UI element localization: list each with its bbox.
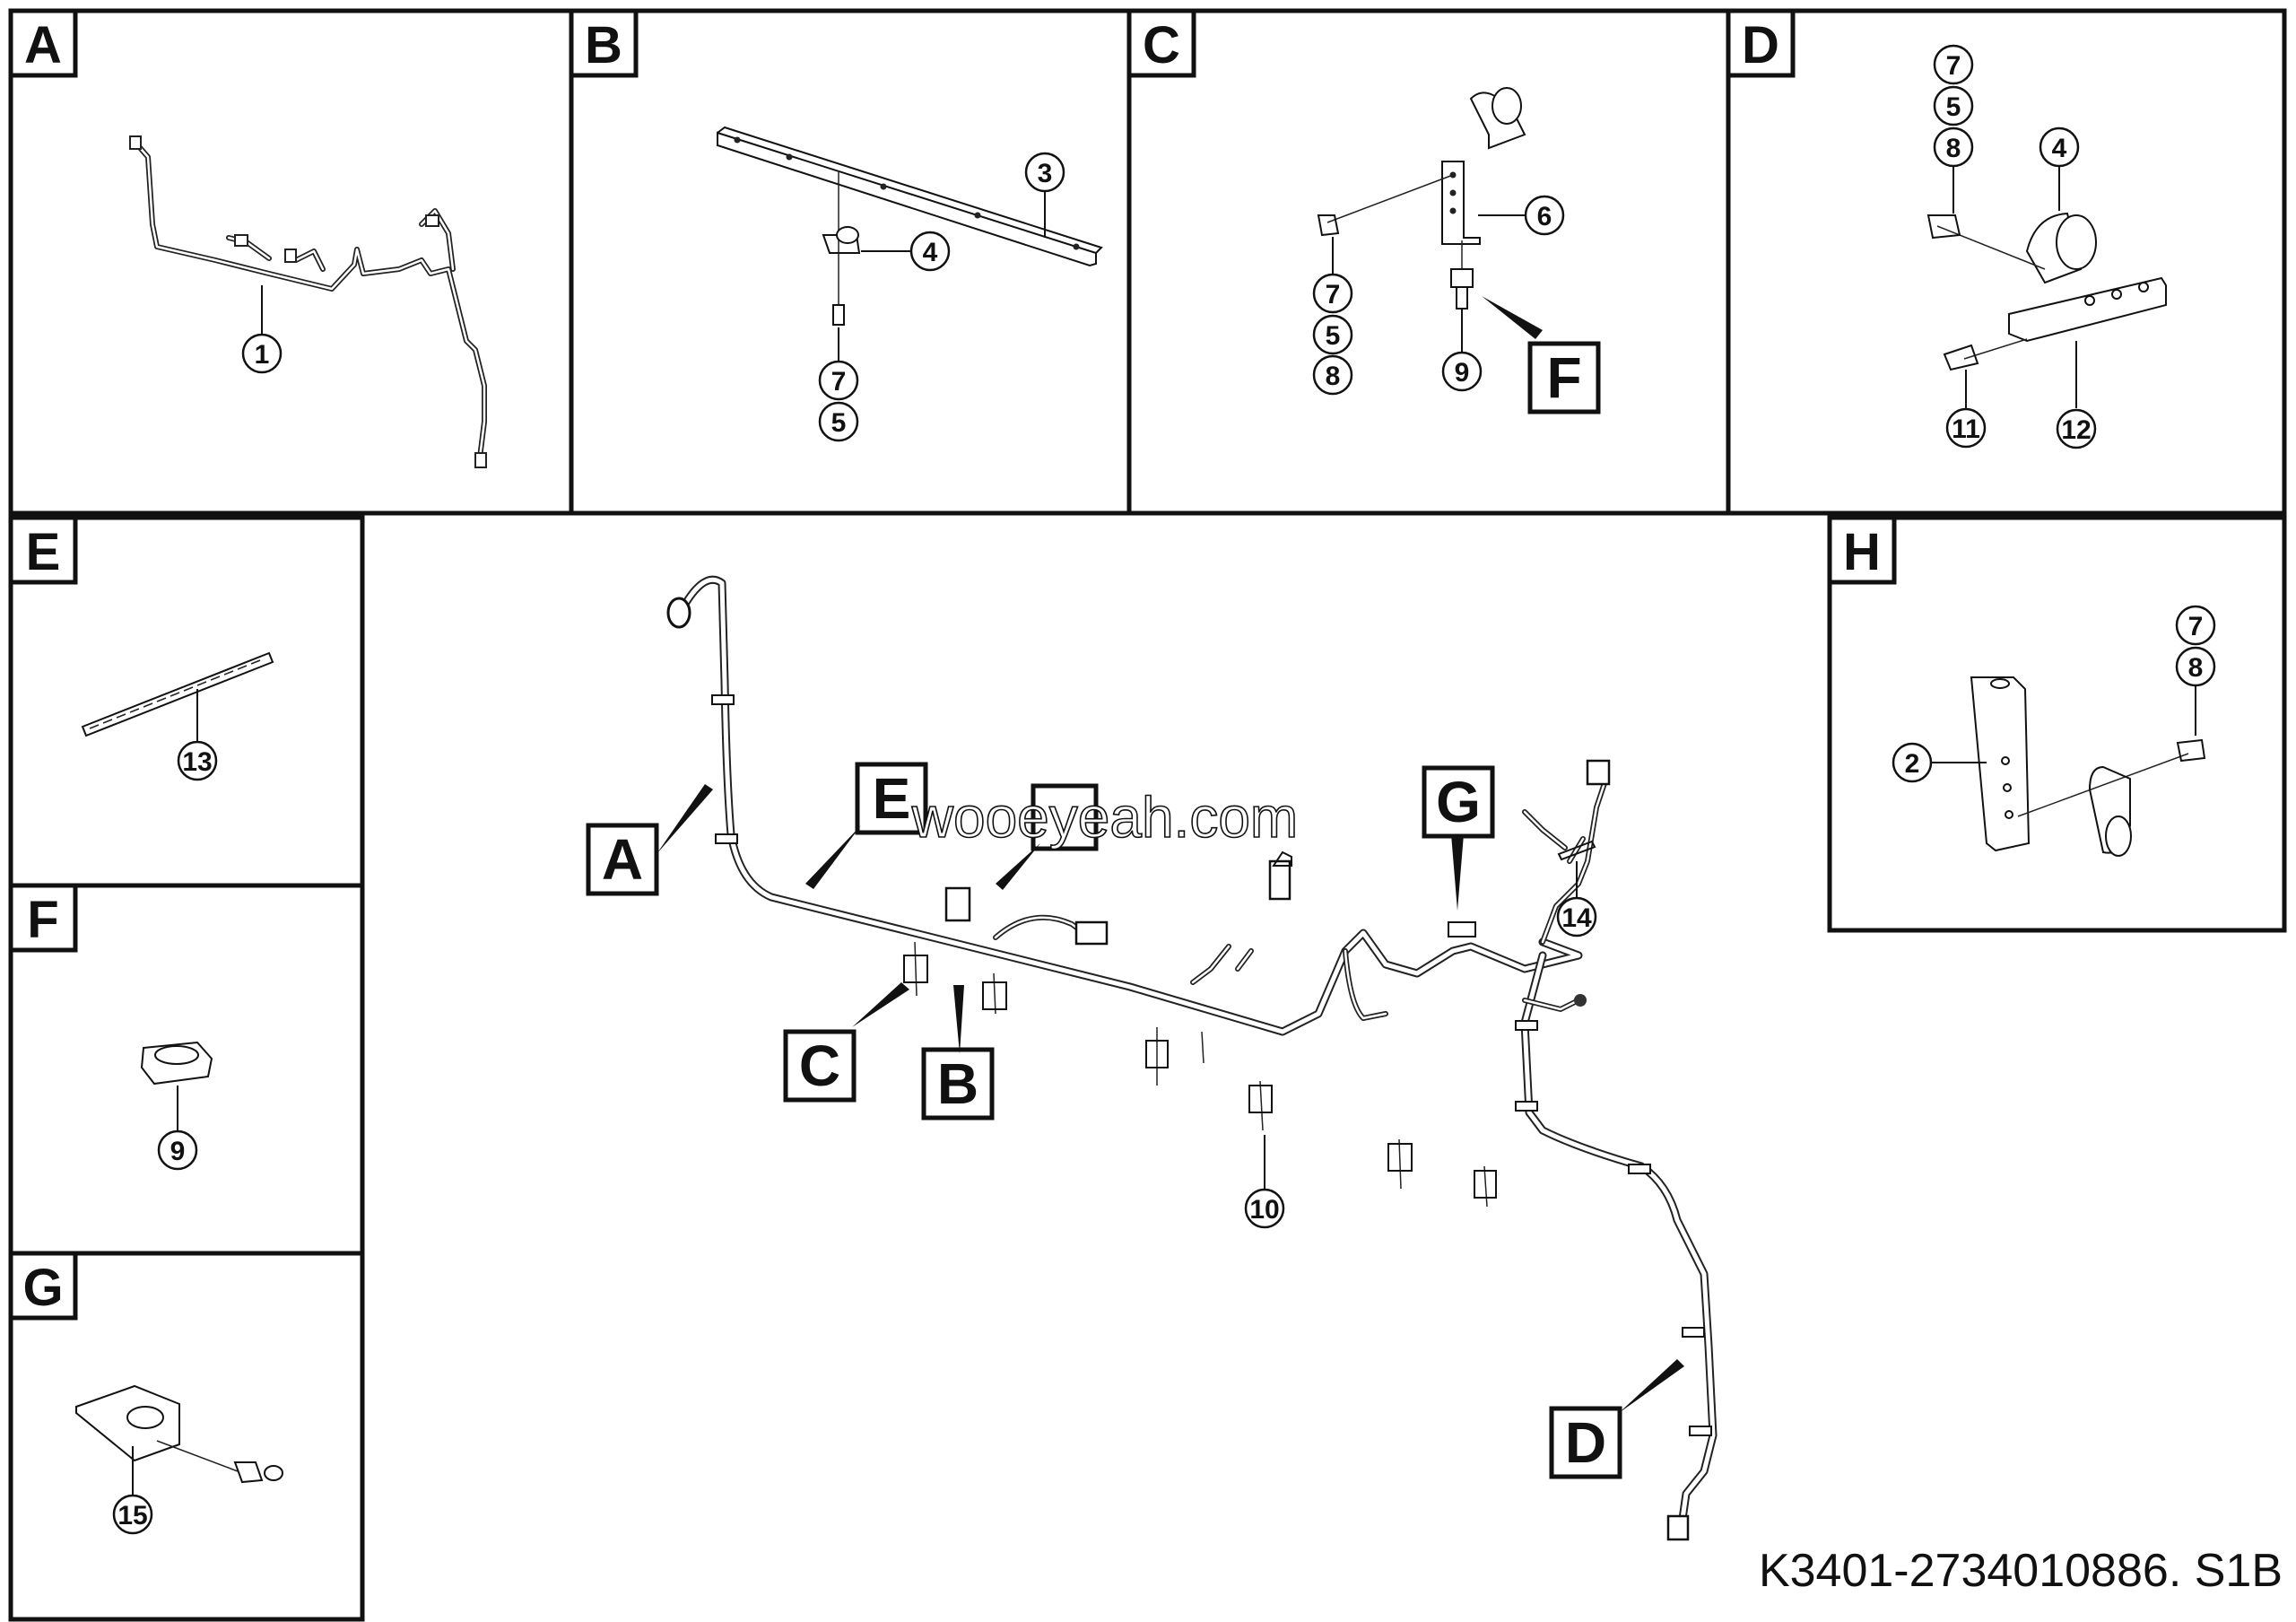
callout-number: 6: [1537, 202, 1552, 231]
panel-tab-g: G: [8, 1251, 78, 1321]
callout-number: 8: [2188, 653, 2204, 683]
callout-number: 9: [170, 1137, 186, 1166]
callout-number: 8: [1326, 362, 1341, 391]
callout-main-14: 14: [1556, 861, 1597, 937]
callout-number: 5: [831, 408, 847, 438]
panel-a-harness-drawing: [129, 135, 487, 468]
callout-h-7: 7: [2175, 605, 2216, 646]
view-label-text: E: [873, 766, 911, 831]
view-label-e: E: [805, 762, 928, 889]
callout-number: 7: [1946, 51, 1961, 81]
panel-tab-b: B: [569, 8, 639, 78]
callout-b-5: 5: [818, 401, 859, 442]
view-label-text: C: [799, 1033, 840, 1098]
callout-number: 11: [1952, 414, 1980, 444]
callout-f-9: 9: [157, 1086, 198, 1171]
panel-letter-h: H: [1843, 523, 1881, 581]
panel-letter-g: G: [22, 1259, 63, 1317]
panel-letter-b: B: [585, 16, 622, 74]
view-label-text: A: [602, 827, 643, 892]
panel-letter-a: A: [24, 16, 62, 74]
panel-e-tube-drawing: [81, 651, 274, 737]
callout-number: 5: [1326, 321, 1341, 351]
panel-c-view-ref-f: F: [1482, 296, 1601, 414]
panel-h-bracket-drawing: [1970, 676, 2206, 857]
callout-number: 12: [2061, 415, 2091, 445]
callout-number: 13: [182, 747, 212, 777]
callout-c-5: 5: [1312, 314, 1353, 355]
callout-h-2: 2: [1892, 742, 1987, 783]
panel-tab-h: H: [1827, 515, 1897, 585]
callout-b-3: 3: [1024, 152, 1065, 238]
callout-number: 7: [2188, 612, 2204, 641]
view-label-a: A: [586, 784, 713, 896]
panel-letter-e: E: [26, 523, 61, 581]
callout-number: 3: [1038, 159, 1053, 188]
view-label-text: D: [1565, 1410, 1606, 1475]
panel-letter-c: C: [1143, 16, 1180, 74]
callout-b-7: 7: [818, 327, 859, 401]
callout-d-7: 7: [1933, 44, 1974, 85]
view-label-text: G: [1436, 770, 1481, 834]
callout-a-1: 1: [241, 285, 283, 374]
panel-tab-e: E: [8, 515, 78, 585]
view-label-c: C: [783, 982, 909, 1103]
view-label-partial-box: [996, 783, 1099, 890]
callout-number: 8: [1946, 134, 1961, 163]
view-label-b: B: [921, 985, 995, 1121]
callout-number: 14: [1561, 903, 1592, 933]
callout-e-13: 13: [177, 689, 218, 781]
callout-number: 1: [255, 340, 270, 370]
panel-tab-f: F: [8, 883, 78, 953]
callout-b-4: 4: [861, 231, 951, 272]
panel-b-bracket-drawing: [717, 126, 1103, 326]
callout-d-12: 12: [2056, 341, 2097, 449]
panel-g-bracket-drawing: [75, 1384, 283, 1484]
part-number: K3401-2734010886. S1B: [1759, 1545, 2283, 1597]
callout-number: 9: [1455, 358, 1470, 388]
callout-c-7: 7: [1312, 237, 1353, 314]
view-ref-label: F: [1546, 345, 1581, 410]
watermark-text: wooeyeah.com: [911, 785, 1298, 850]
callout-g-15: 15: [112, 1446, 153, 1535]
callout-d-5: 5: [1933, 85, 1974, 126]
callout-number: 7: [1326, 280, 1341, 310]
view-label-text: B: [937, 1051, 978, 1116]
panel-tab-a: A: [8, 8, 78, 78]
main-harness-drawing: [666, 575, 1718, 1541]
callout-c-6: 6: [1478, 195, 1565, 236]
callout-number: 4: [923, 238, 938, 267]
panel-f-nut-drawing: [140, 1041, 213, 1086]
panel-d-bracket-drawing: [1926, 212, 2167, 371]
view-label-g: G: [1422, 765, 1495, 911]
panel-c-bracket-drawing: [1317, 87, 1526, 310]
callout-number: 10: [1249, 1195, 1279, 1225]
callout-d-4: 4: [2039, 126, 2080, 211]
callout-number: 7: [831, 367, 847, 397]
callout-number: 4: [2052, 134, 2067, 163]
callout-main-10: 10: [1244, 1135, 1285, 1229]
panel-letter-f: F: [27, 891, 58, 949]
callout-c-8: 8: [1312, 354, 1353, 396]
callout-number: 15: [117, 1501, 147, 1530]
panel-tab-c: C: [1126, 8, 1196, 78]
callout-d-8: 8: [1933, 126, 1974, 214]
callout-number: 5: [1946, 92, 1961, 122]
panel-frames: [8, 8, 2287, 1622]
panel-tab-d: D: [1726, 8, 1796, 78]
callout-number: 2: [1905, 749, 1920, 779]
panel-letter-d: D: [1742, 16, 1779, 74]
callout-h-8: 8: [2175, 646, 2216, 736]
view-label-d: D: [1549, 1359, 1684, 1479]
callout-c-9: 9: [1441, 309, 1483, 392]
callout-d-11: 11: [1945, 370, 1987, 449]
